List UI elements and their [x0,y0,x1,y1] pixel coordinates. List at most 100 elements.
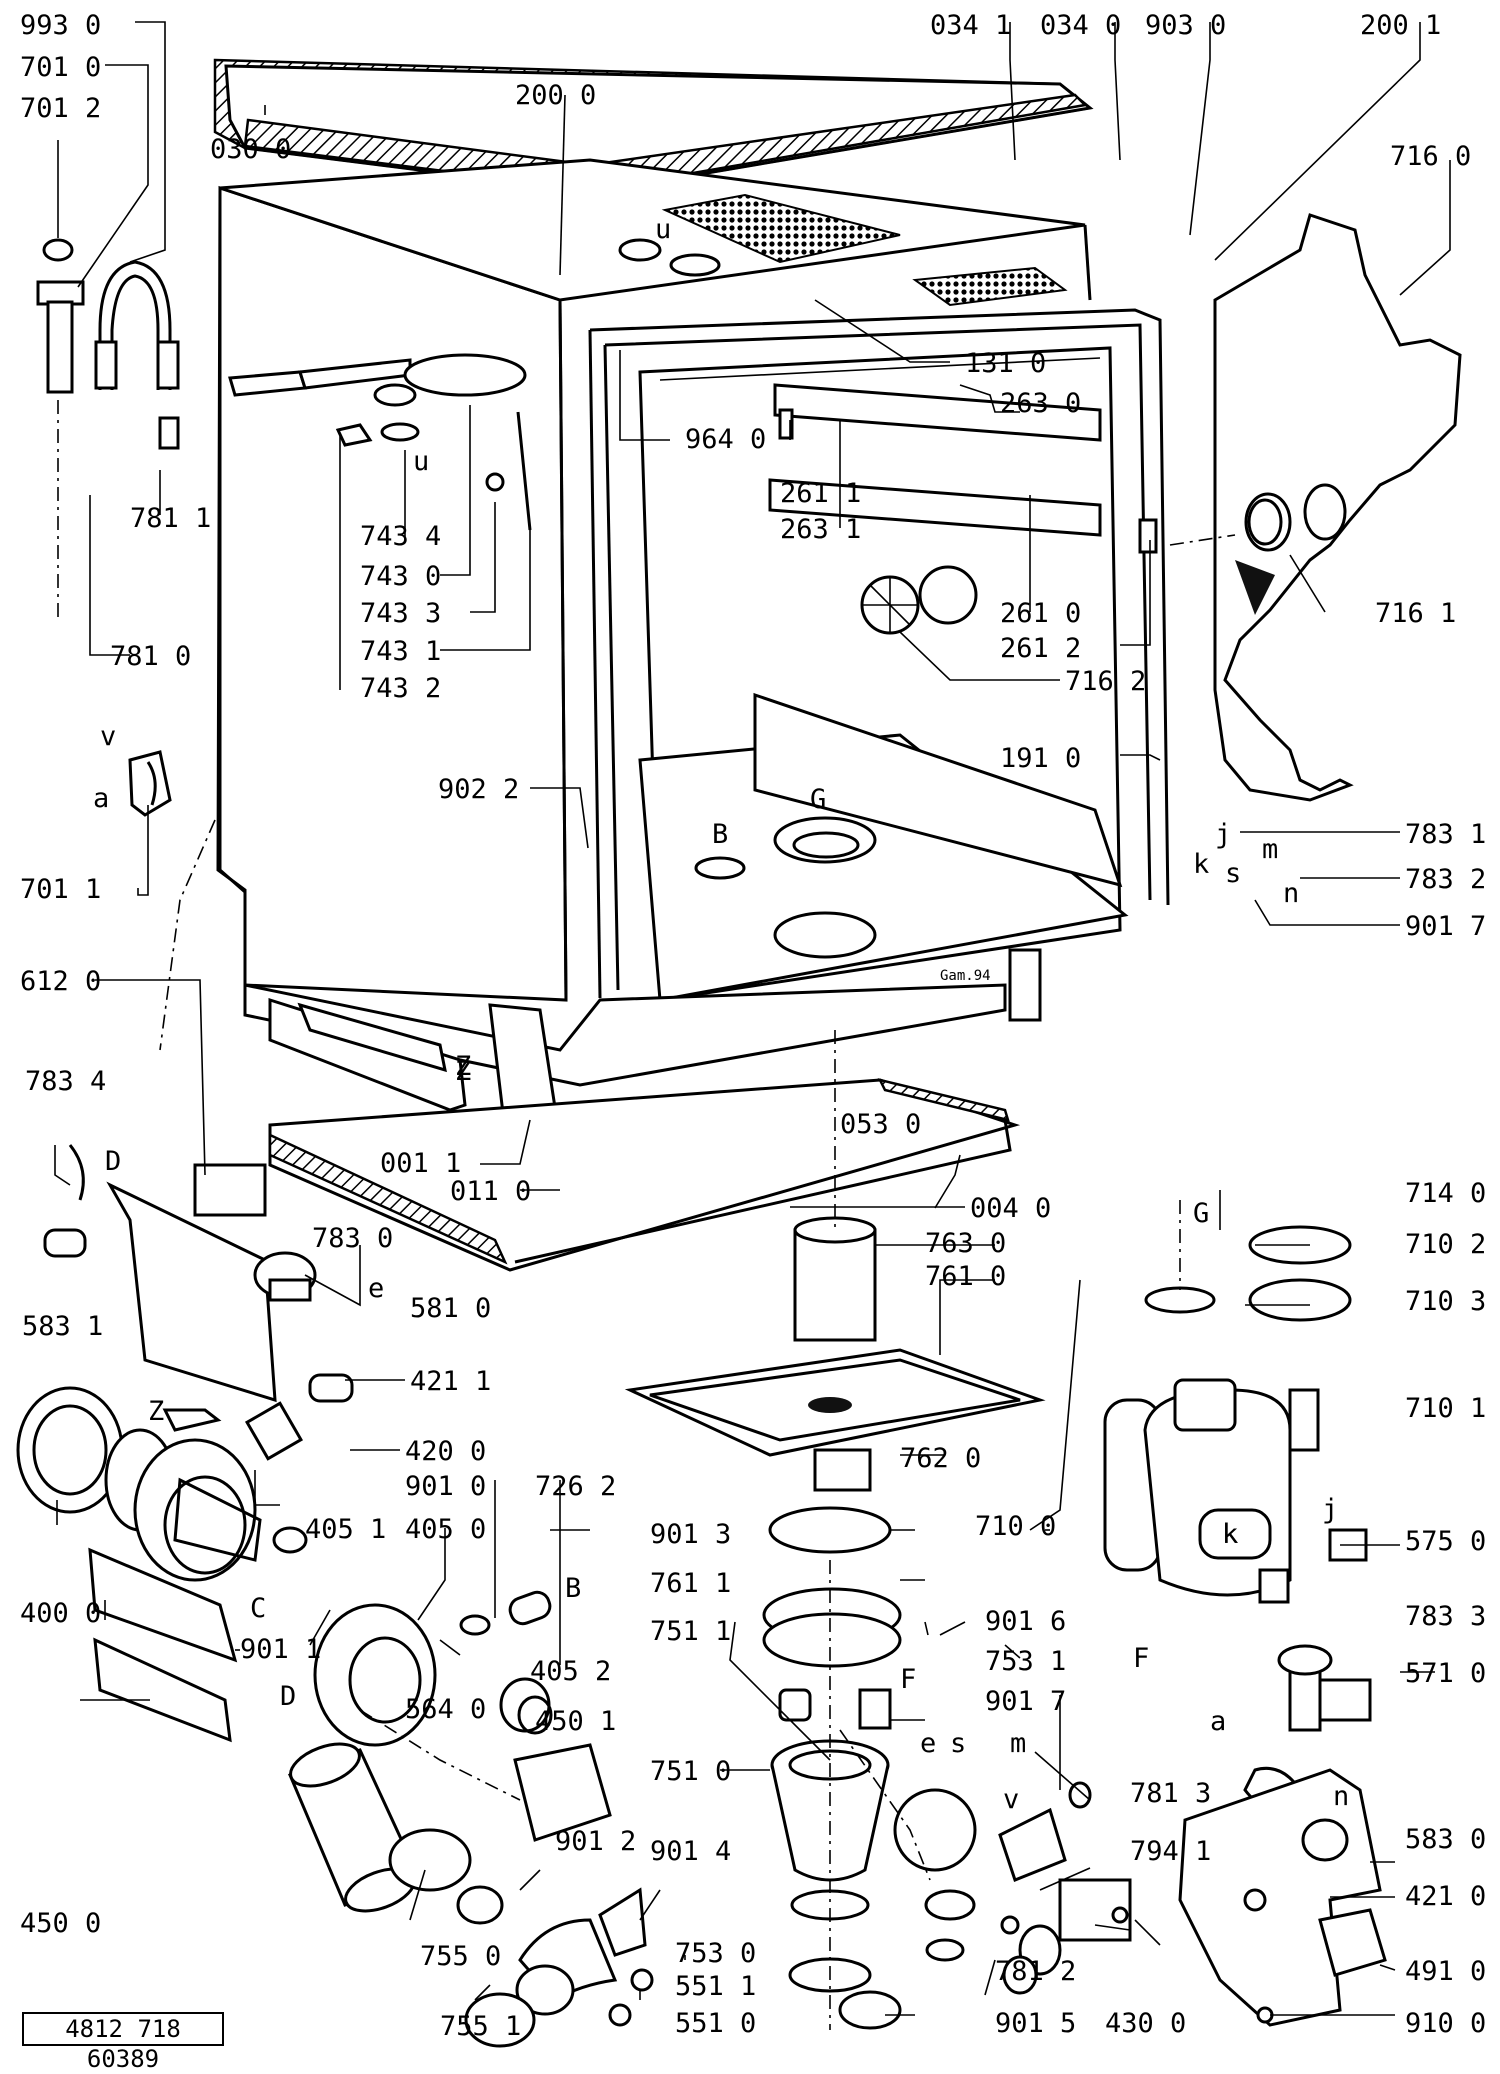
part-label: 763 0 [925,1228,1006,1259]
part-label: 743 2 [360,673,441,704]
part-label: 910 0 [1405,2008,1486,2039]
part-label: 583 1 [22,1311,103,1342]
part-label: 710 1 [1405,1393,1486,1424]
part-label: 783 2 [1405,864,1486,895]
part-label: 575 0 [1405,1526,1486,1557]
part-label: 551 1 [675,1971,756,2002]
part-label: 581 0 [410,1293,491,1324]
part-label: 751 0 [650,1756,731,1787]
svg-text:k: k [1222,1519,1238,1550]
part-label: 004 0 [970,1193,1051,1224]
part-label: 030 0 [210,134,291,165]
reference-letter: D [105,1146,121,1177]
part-label: 794 1 [1130,1836,1211,1867]
svg-text:Gam.94: Gam.94 [940,968,991,984]
part-label: 755 1 [440,2011,521,2042]
part-label: 701 2 [20,93,101,124]
part-label: 450 1 [535,1706,616,1737]
reference-letter: B [565,1573,581,1604]
part-label: 716 0 [1390,141,1471,172]
part-label: 263 0 [1000,388,1081,419]
part-label: 405 2 [530,1656,611,1687]
part-label: 571 0 [1405,1658,1486,1689]
cabinet-side-panel [216,185,568,1002]
part-label: 261 1 [780,478,861,509]
part-label: 743 1 [360,636,441,667]
part-label: 755 0 [420,1941,501,1972]
insulation-panel [1213,213,1462,802]
part-label: 491 0 [1405,1956,1486,1987]
document-reference-number: 4812 718 60389 [22,2012,224,2073]
reference-letter: F [900,1664,916,1695]
part-label: 053 0 [840,1109,921,1140]
part-label: 011 0 [450,1176,531,1207]
part-label: 901 1 [240,1634,321,1665]
part-label: 400 0 [20,1598,101,1629]
part-label: 902 2 [438,774,519,805]
reference-letter: a [93,783,109,814]
part-label: 405 1 [305,1514,386,1545]
part-label: 726 2 [535,1471,616,1502]
part-label: 901 7 [1405,911,1486,942]
part-label: 450 0 [20,1908,101,1939]
reference-letter: G [810,784,826,815]
part-label: 421 0 [1405,1881,1486,1912]
part-label: 743 0 [360,561,441,592]
part-label: 420 0 [405,1436,486,1467]
part-label: 034 0 [1040,10,1121,41]
reference-letters: u u v a B G j k s m n Z D e Z C B D F G … [93,214,1349,1815]
part-label: 753 1 [985,1646,1066,1677]
reference-letter: D [280,1681,296,1712]
part-label: 714 0 [1405,1178,1486,1209]
part-label: 716 2 [1065,666,1146,697]
part-label: 783 0 [312,1223,393,1254]
part-label: 405 0 [405,1514,486,1545]
part-label: 901 6 [985,1606,1066,1637]
part-label: 710 0 [975,1511,1056,1542]
part-label: 716 1 [1375,598,1456,629]
part-label: 901 4 [650,1836,731,1867]
part-label: 761 0 [925,1261,1006,1292]
part-label: 710 3 [1405,1286,1486,1317]
reference-letter: s [950,1728,966,1759]
part-label: 781 1 [130,503,211,534]
part-label: 901 0 [405,1471,486,1502]
reference-letter: j [1322,1494,1338,1525]
part-label: 261 0 [1000,598,1081,629]
reference-letter: m [1010,1728,1026,1759]
svg-text:Z: Z [455,1051,471,1082]
part-label: 001 1 [380,1148,461,1179]
part-label: 551 0 [675,2008,756,2039]
part-label: 903 0 [1145,10,1226,41]
part-label: 612 0 [20,966,101,997]
reference-letter: B [712,819,728,850]
part-label: 761 1 [650,1568,731,1599]
reference-letter: n [1283,878,1299,909]
part-label: 781 2 [995,1956,1076,1987]
reference-letter: k [1222,1519,1238,1550]
part-number-labels: 993 0 701 0 701 2 034 1 034 0 903 0 200 … [20,10,1486,2042]
reference-letter: e [368,1273,384,1304]
part-label: 034 1 [930,10,1011,41]
part-label: 263 1 [780,514,861,545]
part-label: 901 5 [995,2008,1076,2039]
reference-letter: v [100,721,116,752]
part-label: 701 0 [20,52,101,83]
part-label: 781 0 [110,641,191,672]
part-label: 200 1 [1360,10,1441,41]
part-label: 261 2 [1000,633,1081,664]
part-label: 783 3 [1405,1601,1486,1632]
reference-letter: s [1225,858,1241,889]
part-label: 200 0 [515,80,596,111]
reference-letter: F [1133,1643,1149,1674]
reference-letter: e [920,1728,936,1759]
part-label: 964 0 [685,424,766,455]
reference-letter: Z [455,1056,471,1087]
part-label: 901 3 [650,1519,731,1550]
reference-letter: j [1215,819,1231,850]
part-label: 751 1 [650,1616,731,1647]
part-label: 901 2 [555,1826,636,1857]
reference-letter: u [413,446,429,477]
part-label: 762 0 [900,1443,981,1474]
reference-letter: Z [148,1396,164,1427]
